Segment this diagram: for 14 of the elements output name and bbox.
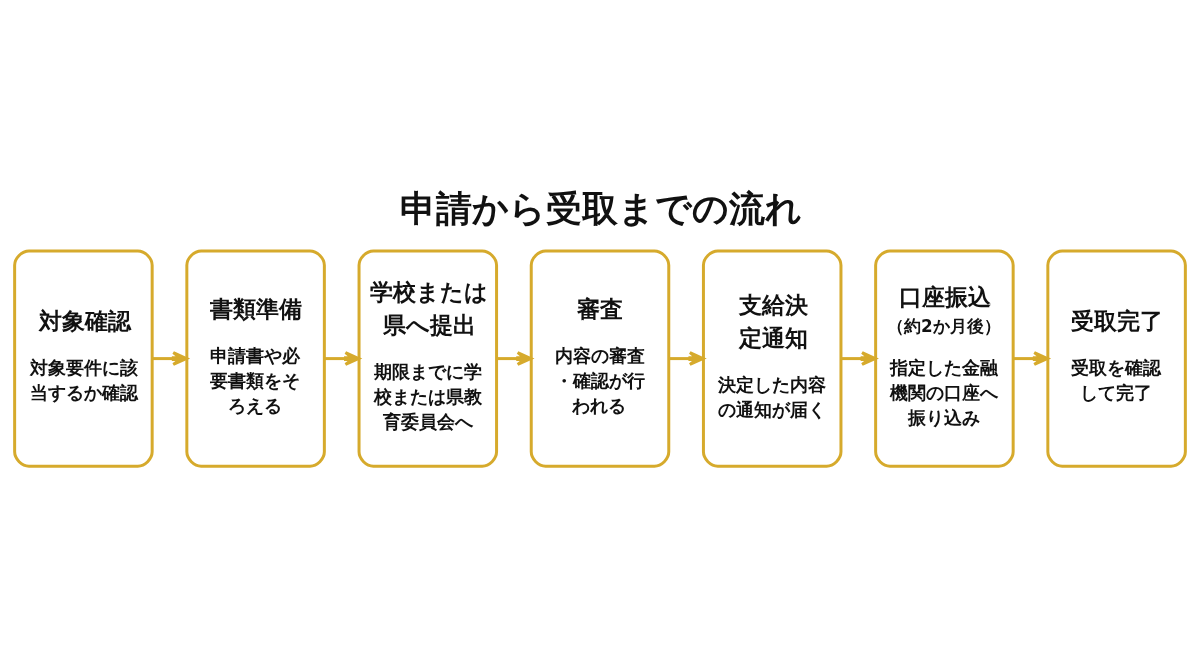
node-box: 審査 内容の審査・確認が行われる — [529, 249, 671, 468]
arrow — [1013, 351, 1049, 366]
arrow — [496, 351, 533, 366]
node-box: 学校または県へ提出 期限までに学校または県教育委員会へ — [357, 249, 499, 468]
arrow — [668, 351, 705, 366]
arrow — [841, 351, 877, 366]
node-box: 対象確認 対象要件に該当するか確認 — [13, 249, 154, 468]
diagram-title: 申請から受取までの流れ — [399, 188, 802, 230]
node-box: 支給決定通知 決定した内容の通知が届く — [701, 249, 843, 468]
node-box: 受取完了 受取を確認して完了 — [1046, 249, 1187, 468]
arrow — [324, 351, 361, 366]
node-box: 口座振込 （約2か月後） 指定した金融機関の口座へ振り込み — [874, 249, 1015, 468]
node-box: 書類準備 申請書や必要書類をそろえる — [185, 249, 326, 468]
arrow — [152, 351, 188, 366]
